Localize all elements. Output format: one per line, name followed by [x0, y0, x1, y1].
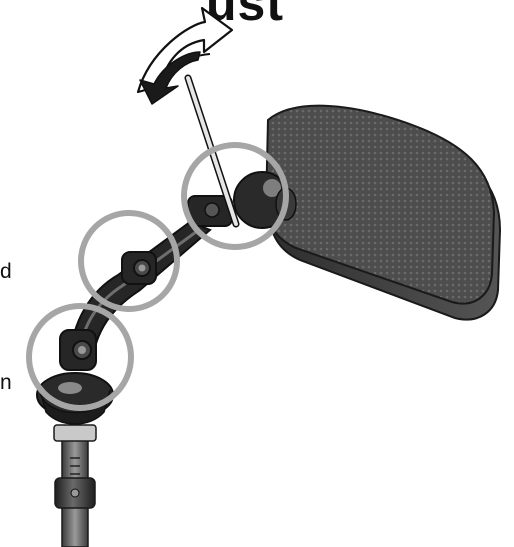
rotate-arrow-icon [138, 8, 232, 104]
post-collar [54, 425, 96, 441]
clamp-screw-icon [71, 489, 79, 497]
headrest-pad [266, 106, 500, 320]
